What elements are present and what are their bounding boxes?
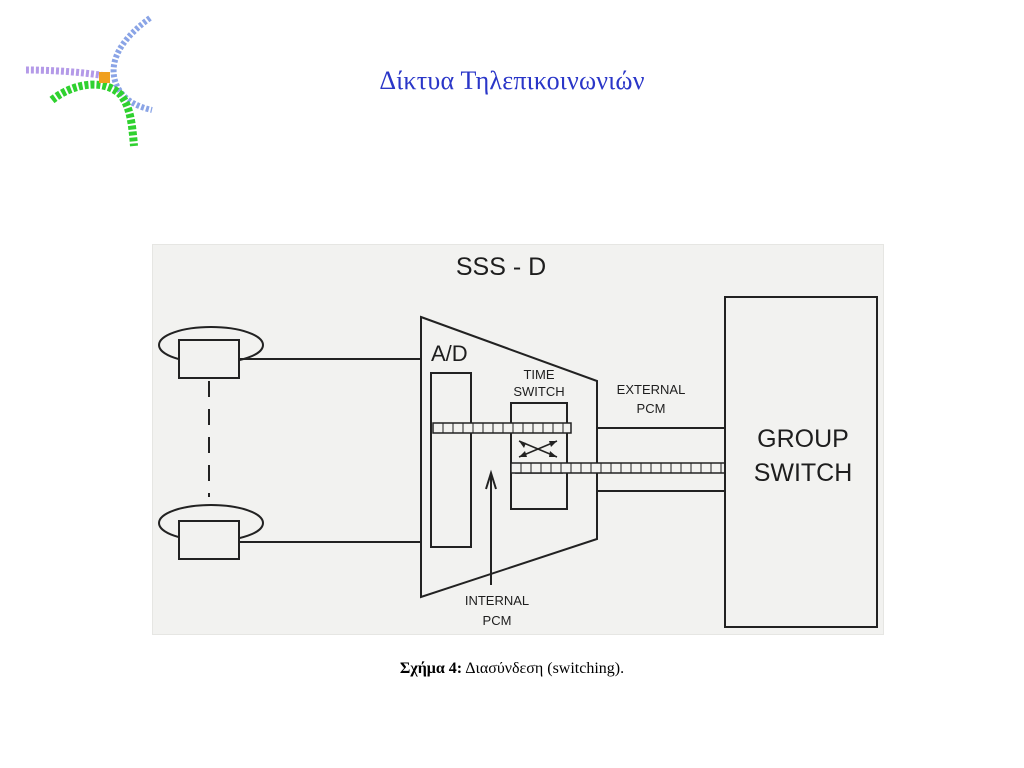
figure-caption: Σχήμα 4: Διασύνδεση (switching). <box>0 660 1024 678</box>
sss-d-diagram: SSS - D A/D TIME SWITCH <box>152 244 884 635</box>
time-switch-label-line2: SWITCH <box>513 384 564 399</box>
arrowhead-4 <box>519 451 527 457</box>
external-pcm-label-line1: EXTERNAL <box>617 382 686 397</box>
subscriber-box-bottom <box>178 520 240 560</box>
internal-pcm-bus-slots <box>442 423 564 433</box>
group-switch-box <box>724 296 878 628</box>
subscriber-box-top <box>178 339 240 379</box>
time-switch-box <box>510 402 568 510</box>
diagram-title: SSS - D <box>456 253 546 281</box>
group-switch-label-line2: SWITCH <box>754 459 853 487</box>
internal-pcm-label-line2: PCM <box>483 613 512 628</box>
ad-label: A/D <box>431 341 468 366</box>
arrowhead-2 <box>549 441 557 447</box>
caption-prefix: Σχήμα 4: <box>399 660 463 677</box>
arrowhead-1 <box>549 451 557 457</box>
internal-pcm-bus <box>432 422 572 434</box>
diagram-canvas: SSS - D A/D TIME SWITCH <box>158 253 878 628</box>
group-switch-label-line1: GROUP <box>757 425 849 453</box>
ad-converter-column <box>430 372 472 548</box>
wave-star-logo-icon <box>22 14 156 150</box>
arrowhead-3 <box>519 441 526 448</box>
external-pcm-bus <box>510 462 726 474</box>
internal-pcm-label-line1: INTERNAL <box>465 593 529 608</box>
internal-pcm-arrowhead <box>485 469 497 490</box>
external-pcm-bus-slots <box>520 463 722 473</box>
slide-title: Δίκτυα Τηλεπικοινωνιών <box>379 66 645 95</box>
time-switch-label-line1: TIME <box>523 367 554 382</box>
caption-text: Διασύνδεση (switching). <box>462 660 625 677</box>
external-pcm-label-line2: PCM <box>637 401 666 416</box>
